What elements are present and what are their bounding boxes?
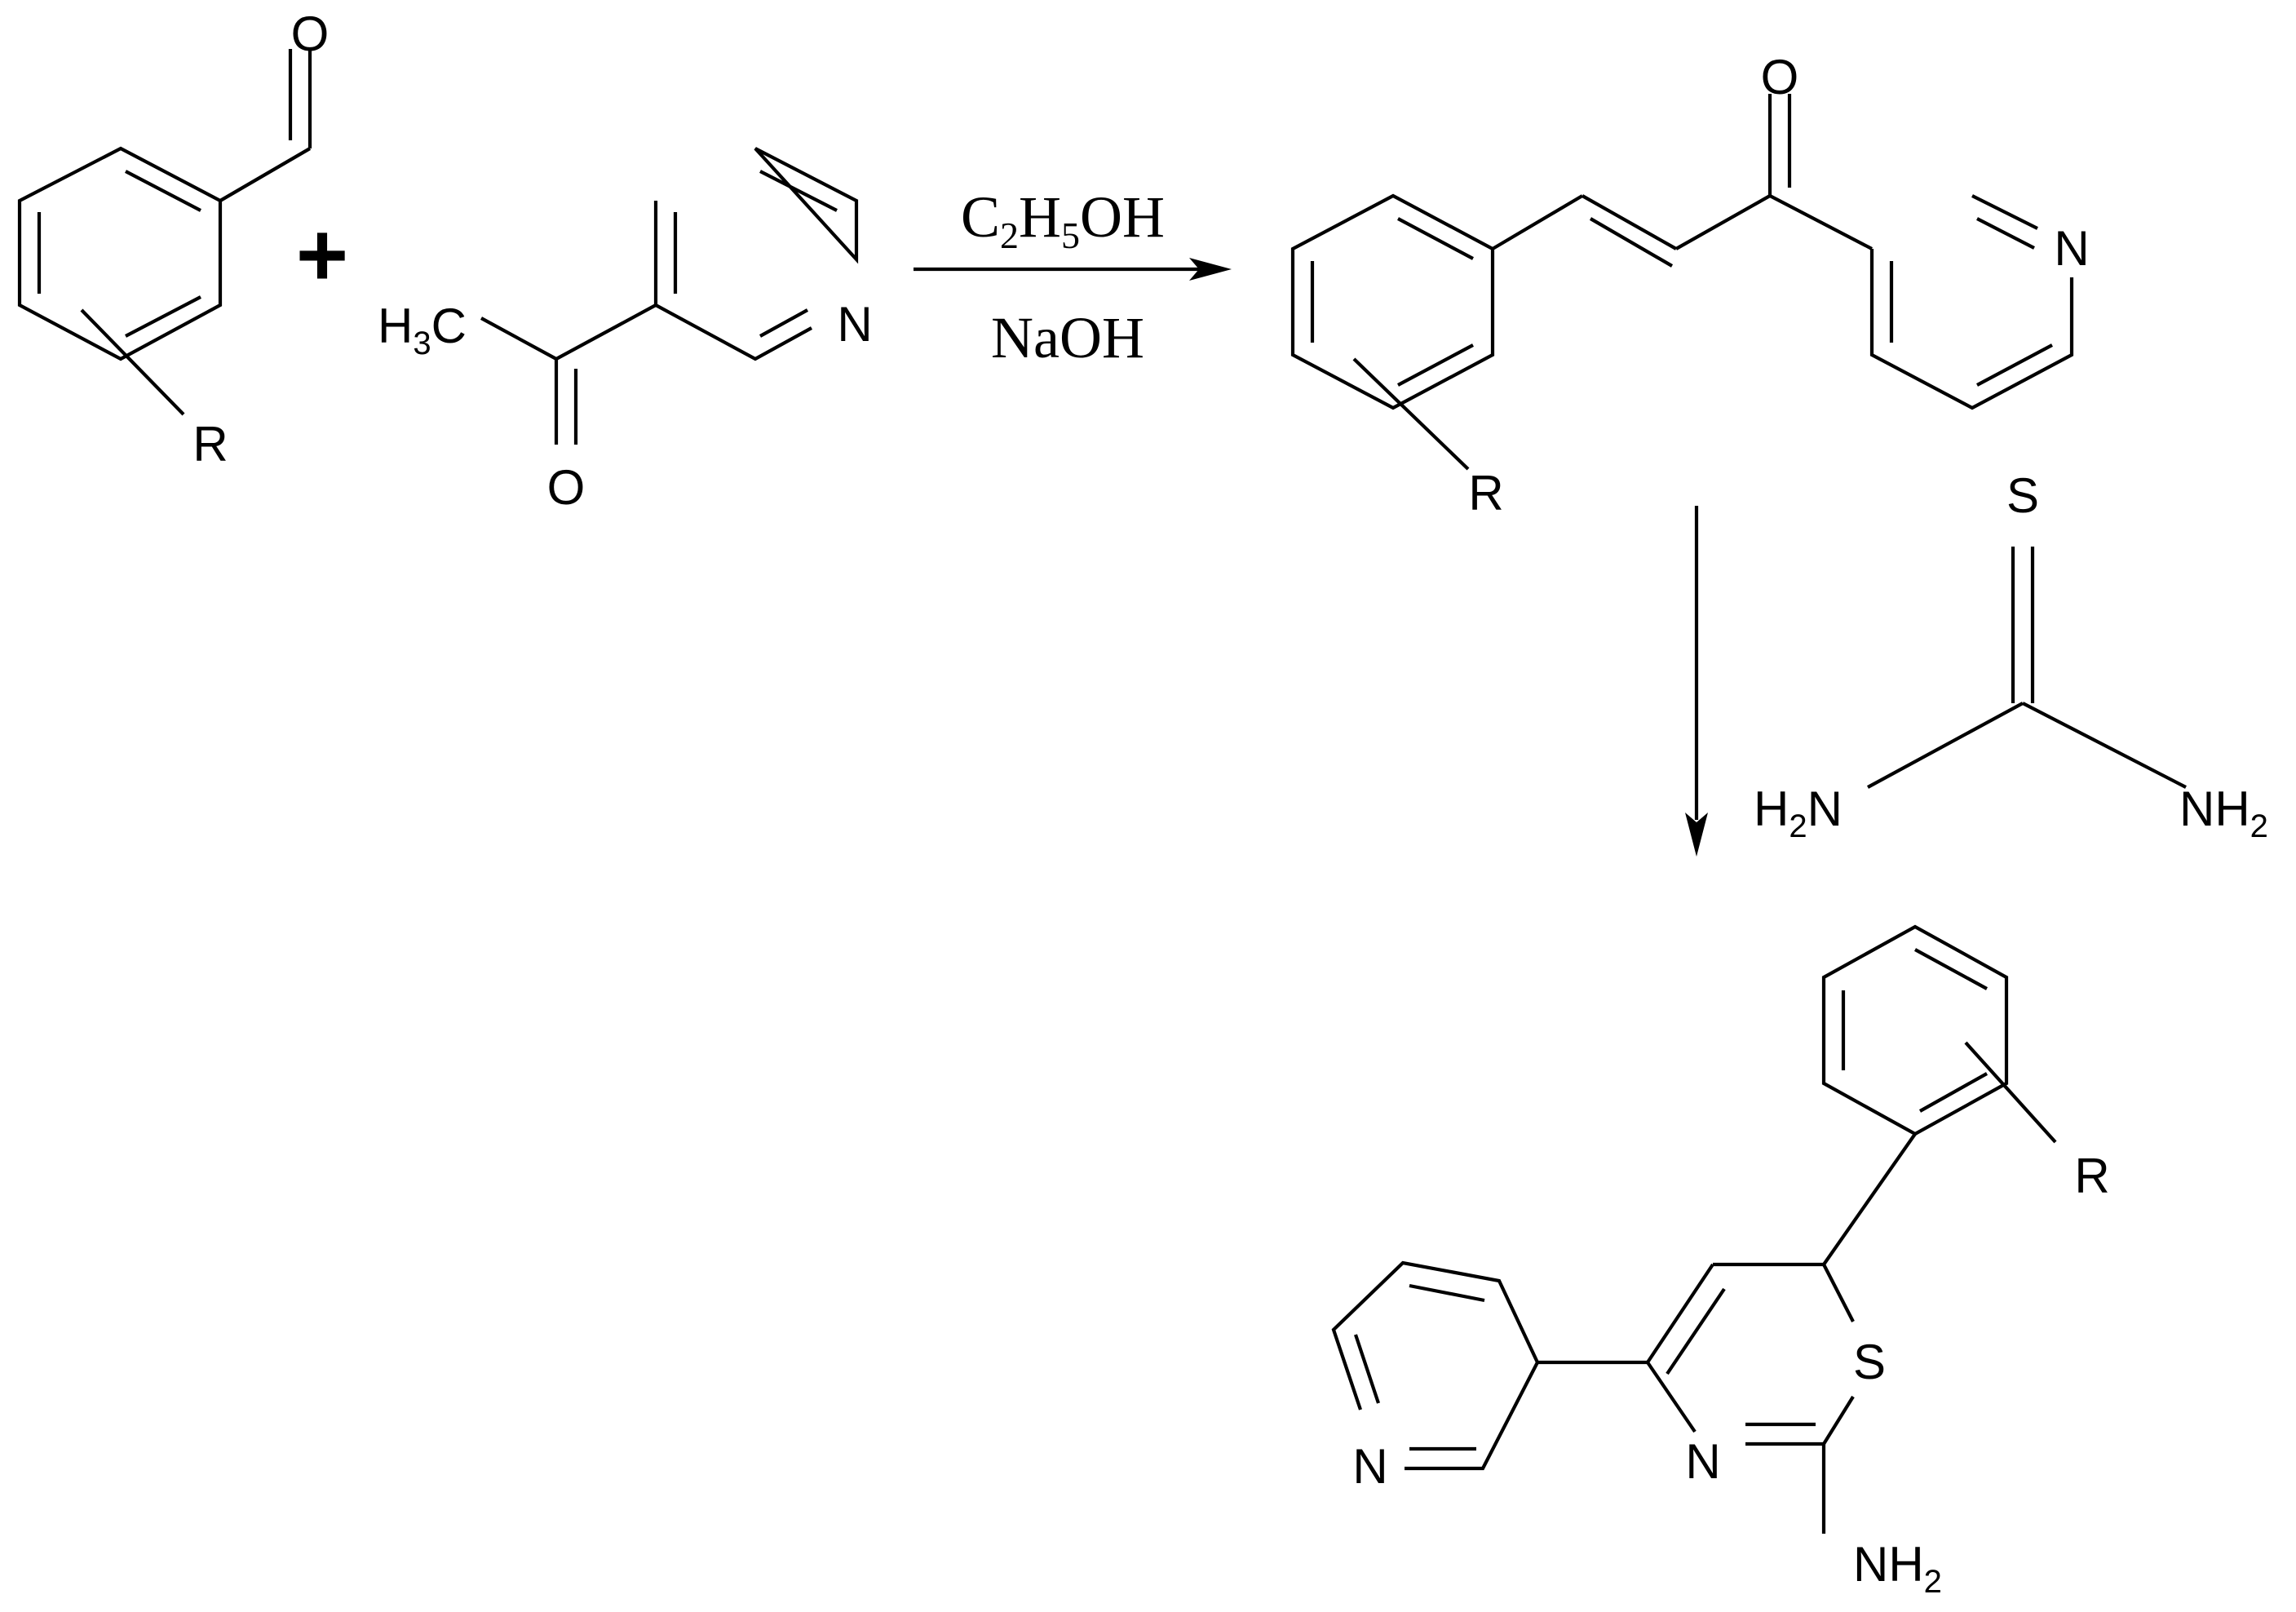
plus-sign: + [296,205,348,305]
thiazine-product-structure: R S N NH2 N [1331,924,2110,1600]
chalcone-nitrogen-label: N [2054,221,2089,276]
chalcone-oxygen-label: O [1761,50,1799,104]
product-pyridine-nitrogen-label: N [1352,1439,1387,1494]
base-label: NaOH [991,305,1144,370]
ketone-oxygen-label: O [547,460,586,515]
thiourea-right-amine-label: NH2 [2179,782,2268,844]
thiourea-sulfur-label: S [2006,468,2039,523]
reaction-arrow-1: C2H5OH NaOH [914,184,1232,370]
chalcone-r-label: R [1468,466,1503,520]
product-r-label: R [2074,1149,2109,1203]
thiourea-left-amine-label: H2N [1754,782,1843,844]
benzaldehyde-oxygen-label: O [291,7,330,61]
reaction-arrow-2 [1685,506,1708,857]
benzaldehyde-r-label: R [192,417,228,472]
acetylpyridine-structure: H3C O N [378,147,873,515]
benzaldehyde-structure: O R [17,7,330,472]
thiazine-sulfur-label: S [1853,1335,1886,1389]
methyl-h-label: H3C [378,299,467,361]
pyridine-nitrogen-label: N [837,297,872,352]
solvent-label: C2H5OH [961,184,1165,256]
product-amine-label: NH2 [1853,1537,1942,1600]
chalcone-structure: O N R [1290,50,2090,520]
thiazine-nitrogen-label: N [1685,1434,1720,1489]
thiourea-structure: S H2N NH2 [1754,468,2268,844]
